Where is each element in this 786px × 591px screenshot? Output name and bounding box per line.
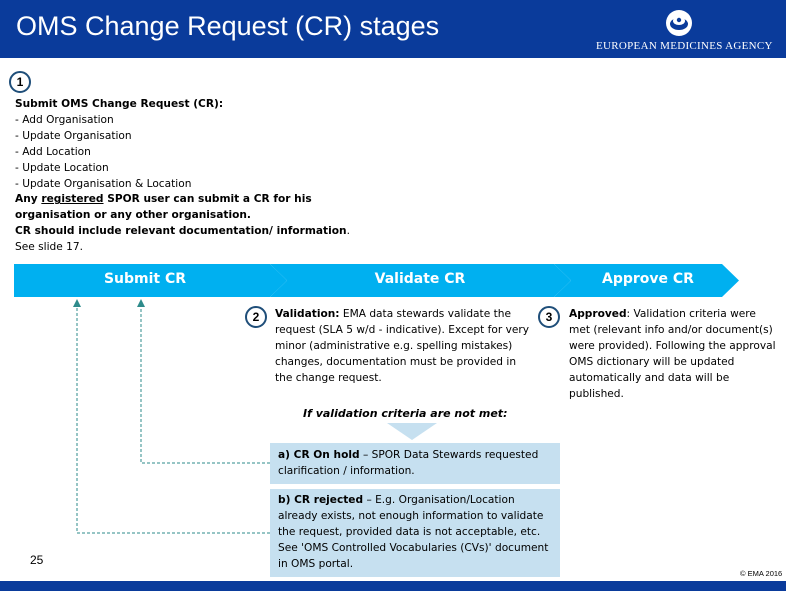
organisation-note: organisation or any other organisation. xyxy=(15,209,251,222)
approved-text: : Validation criteria were met (relevant… xyxy=(569,308,776,400)
step-3-badge: 3 xyxy=(538,306,560,328)
approved-label: Approved xyxy=(569,308,627,320)
chevron-validate xyxy=(270,264,571,297)
copyright-note: © EMA 2016 xyxy=(740,569,783,578)
down-arrow-icon xyxy=(387,423,437,440)
step-2-badge: 2 xyxy=(245,306,267,328)
page-title: OMS Change Request (CR) stages xyxy=(16,11,440,41)
header-bar: OMS Change Request (CR) stages EUROPEAN … xyxy=(0,0,786,58)
cr-type-item: - Add Location xyxy=(15,145,91,158)
cr-rejected-box: b) CR rejected – E.g. Organisation/Locat… xyxy=(270,489,560,577)
note-text: SPOR user can submit a CR for his xyxy=(103,193,312,206)
stage-approve-label: Approve CR xyxy=(602,271,694,287)
note-text: Any xyxy=(15,193,42,206)
registered-underlined: registered xyxy=(41,193,104,206)
return-arrow-rejected xyxy=(76,303,270,534)
arrowhead-on-hold xyxy=(137,299,145,307)
submit-instructions: Submit OMS Change Request (CR): - Add Or… xyxy=(15,97,375,256)
validation-label: Validation: xyxy=(275,308,340,320)
validation-description: Validation: EMA data stewards validate t… xyxy=(275,307,535,387)
footer-bar xyxy=(0,581,786,591)
on-hold-text: – SPOR Data Stewards requested clarifica… xyxy=(278,449,539,477)
on-hold-label: a) CR On hold xyxy=(278,449,360,461)
return-arrow-on-hold xyxy=(140,303,270,464)
ema-logo-icon xyxy=(666,10,692,36)
cr-type-item: - Add Organisation xyxy=(15,113,114,126)
cr-type-item: - Update Organisation xyxy=(15,129,132,142)
agency-name: EUROPEAN MEDICINES AGENCY xyxy=(596,40,773,52)
documentation-note: CR should include relevant documentation… xyxy=(15,224,375,240)
approval-description: Approved: Validation criteria were met (… xyxy=(569,307,779,402)
rejected-text: – E.g. Organisation/Location already exi… xyxy=(278,494,549,570)
cr-on-hold-box: a) CR On hold – SPOR Data Stewards reque… xyxy=(270,443,560,484)
stage-submit-label: Submit CR xyxy=(103,271,187,287)
stage-validate-label: Validate CR xyxy=(374,271,466,287)
step-1-badge: 1 xyxy=(9,71,31,93)
chevron-approve xyxy=(554,264,739,297)
cr-type-item: - Update Location xyxy=(15,161,109,174)
rejected-label: b) CR rejected xyxy=(278,494,364,506)
arrowhead-rejected xyxy=(73,299,81,307)
documentation-end: . xyxy=(346,225,350,238)
see-slide-note: See slide 17. xyxy=(15,241,83,254)
slide-number: 25 xyxy=(30,553,44,567)
cr-type-item: - Update Organisation & Location xyxy=(15,177,192,190)
validation-text: EMA data stewards validate the request (… xyxy=(275,308,529,384)
registered-user-note: Any registered SPOR user can submit a CR… xyxy=(15,192,375,208)
submit-title: Submit OMS Change Request (CR): xyxy=(15,98,224,110)
criteria-not-met-heading: If validation criteria are not met: xyxy=(303,407,508,420)
documentation-bold: CR should include relevant documentation… xyxy=(15,225,347,238)
chevron-submit xyxy=(14,264,287,297)
